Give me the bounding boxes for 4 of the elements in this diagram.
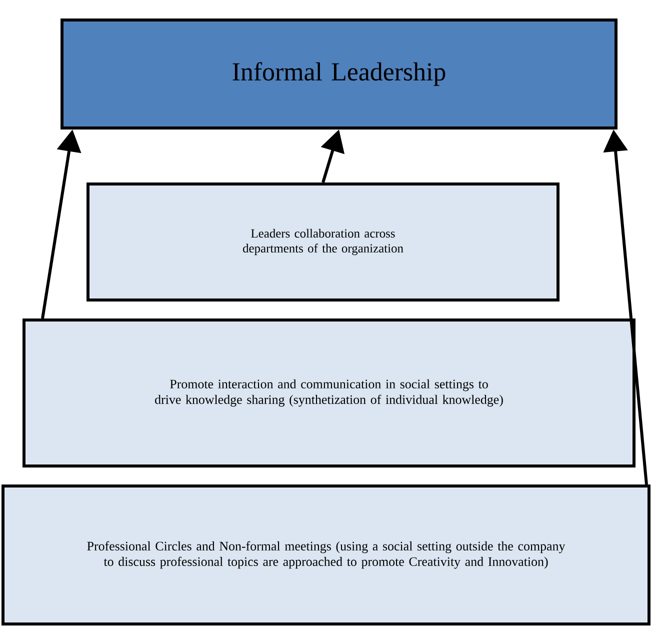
title-box: Informal Leadership — [60, 18, 618, 130]
text-box: Promote interaction and communication in social settings to drive knowledge sharing (synthetization of individual knowledge) — [22, 318, 636, 468]
text-box: Professional Circles and Non-formal meetings (using a social setting outside the company to discuss professional topics are approached to promote Creativity and Innovation) — [2, 484, 650, 626]
text-box: Leaders collaboration across departments of the organization — [86, 182, 560, 302]
